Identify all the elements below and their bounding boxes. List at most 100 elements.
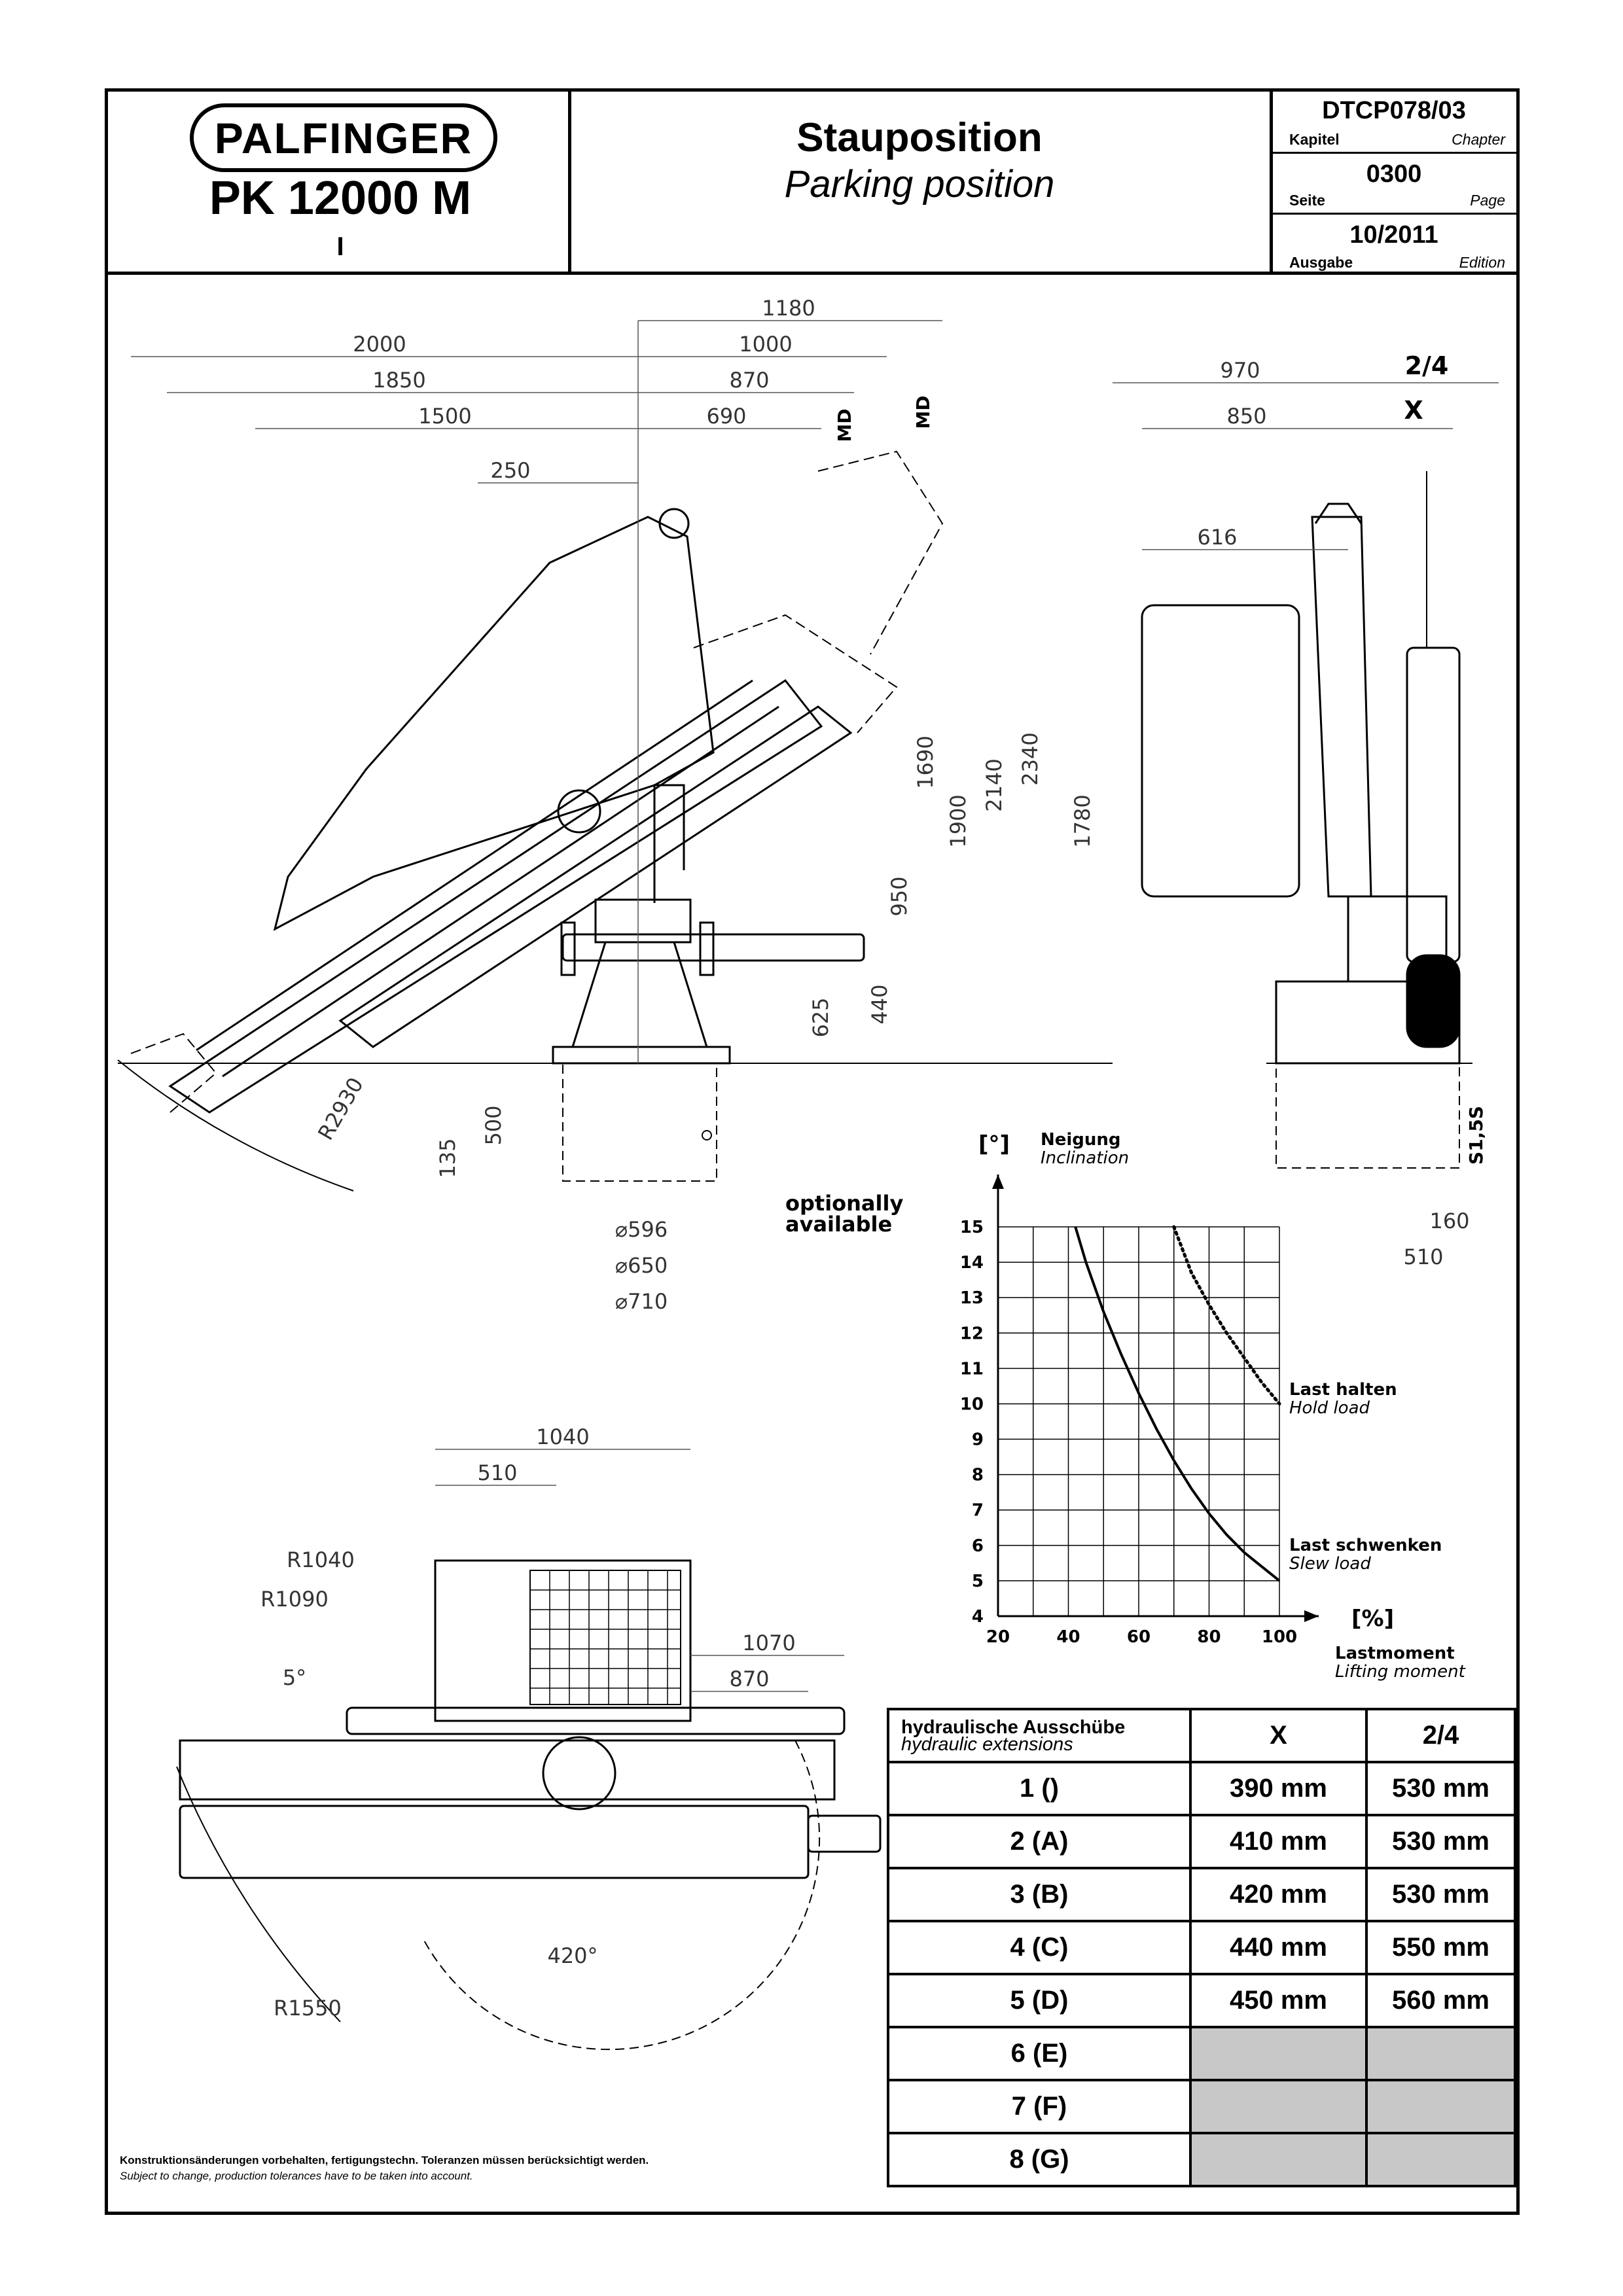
dim-label: 2000 (353, 332, 406, 357)
dim-label: 250 (490, 458, 530, 483)
x-tick-label: 60 (1127, 1627, 1150, 1647)
y-tick-label: 15 (960, 1218, 984, 1237)
header-divider (1270, 213, 1520, 215)
x-tick-label: 100 (1262, 1627, 1297, 1647)
diameter-label: ⌀710 (615, 1289, 668, 1314)
y-label-en: Inclination (1041, 1148, 1129, 1168)
dim-label: 1180 (762, 296, 815, 321)
row-x (1189, 2079, 1368, 2134)
dim-label: 510 (1403, 1245, 1443, 1269)
brand-logo: PALFINGER (190, 103, 497, 172)
row-x (1189, 2026, 1368, 2081)
row-24 (1365, 2132, 1516, 2187)
chapter-value: DTCP078/03 (1322, 97, 1466, 124)
footer-note-de: Konstruktionsänderungen vorbehalten, fer… (120, 2154, 649, 2166)
table-col-24: 2/4 (1365, 1708, 1516, 1763)
model-sub: I (336, 232, 344, 261)
page-title: Stauposition (796, 115, 1043, 160)
y-tick-label: 14 (960, 1253, 984, 1273)
optional-note: optionally (785, 1191, 903, 1216)
table-head-en: hydraulic extensions (901, 1733, 1073, 1755)
row-24: 550 mm (1365, 1920, 1516, 1975)
y-tick-label: 9 (972, 1430, 984, 1450)
row-label: 2 (A) (887, 1814, 1192, 1869)
series-label-en: Hold load (1289, 1398, 1370, 1418)
table-head-de: hydraulische Ausschübe (901, 1716, 1126, 1738)
y-label: Neigung (1041, 1130, 1121, 1150)
row-label: 4 (C) (887, 1920, 1192, 1975)
y-tick-label: 13 (960, 1288, 984, 1308)
crane-column (571, 941, 708, 1048)
series-label-en: Slew load (1289, 1554, 1371, 1574)
series-label: Last halten (1289, 1380, 1397, 1400)
dim-label: 1000 (739, 332, 792, 357)
y-tick-label: 6 (972, 1536, 984, 1556)
inner-boom (273, 516, 715, 931)
table-row: 6 (E) (887, 2026, 1516, 2081)
row-24: 530 mm (1365, 1867, 1516, 1922)
x-tick-label: 40 (1056, 1627, 1080, 1647)
row-24 (1365, 2026, 1516, 2081)
header-divider (105, 272, 1520, 275)
y-tick-label: 4 (972, 1607, 984, 1627)
row-label: 1 () (887, 1761, 1192, 1816)
edition-label-en: Edition (1459, 254, 1505, 271)
dim-label: 690 (706, 404, 746, 429)
table-row: 7 (F) (887, 2079, 1516, 2134)
x-axis-arrow (1304, 1610, 1319, 1622)
front-view-column (1406, 646, 1461, 963)
radius-label: R1550 (274, 1996, 342, 2021)
row-label: 8 (G) (887, 2132, 1192, 2187)
diameter-label: ⌀596 (615, 1217, 668, 1242)
front-view-tank (1141, 604, 1300, 898)
header-divider (1270, 88, 1273, 275)
y-tick-label: 12 (960, 1324, 984, 1343)
edition-label: Ausgabe (1289, 254, 1353, 271)
series-label: Last schwenken (1289, 1536, 1442, 1555)
row-x: 440 mm (1189, 1920, 1368, 1975)
chapter-label-en: Chapter (1452, 131, 1505, 148)
column-label: X (1404, 396, 1423, 425)
dim-label: 1850 (372, 368, 425, 393)
angle-label: 5° (283, 1665, 306, 1690)
y-tick-label: 10 (960, 1394, 984, 1414)
top-view-arc (421, 1740, 820, 2050)
dim-label: 870 (729, 1667, 769, 1691)
dim-label: 1900 (946, 794, 971, 847)
page-subtitle: Parking position (784, 163, 1055, 205)
dim-label: 440 (867, 984, 892, 1024)
diameter-label: ⌀650 (615, 1253, 668, 1278)
x-tick-label: 80 (1197, 1627, 1221, 1647)
y-tick-label: 8 (972, 1466, 984, 1485)
row-x: 450 mm (1189, 1973, 1368, 2028)
slewing-housing (594, 898, 692, 944)
table-col-x: X (1189, 1708, 1368, 1763)
dim-label: 1070 (742, 1631, 795, 1655)
radius-label: R2930 (313, 1073, 368, 1144)
edition-value: 10/2011 (1349, 221, 1438, 249)
radius-label: R1090 (260, 1587, 329, 1612)
header-divider (1270, 152, 1520, 154)
page-frame (105, 88, 1520, 2215)
dim-label: 510 (477, 1460, 517, 1485)
top-view-platform (434, 1559, 692, 1722)
dim-label: 616 (1197, 525, 1237, 550)
y-tick-label: 5 (972, 1572, 984, 1591)
dim-label: 500 (481, 1105, 506, 1145)
row-x (1189, 2132, 1368, 2187)
dim-label: 870 (729, 368, 769, 393)
column-label: 2/4 (1405, 351, 1449, 380)
row-label: 5 (D) (887, 1973, 1192, 2028)
row-label: 7 (F) (887, 2079, 1192, 2134)
page-label: Seite (1289, 192, 1325, 209)
header-divider (568, 88, 571, 275)
row-x: 420 mm (1189, 1867, 1368, 1922)
page-label-en: Page (1470, 192, 1505, 209)
row-x: 410 mm (1189, 1814, 1368, 1869)
